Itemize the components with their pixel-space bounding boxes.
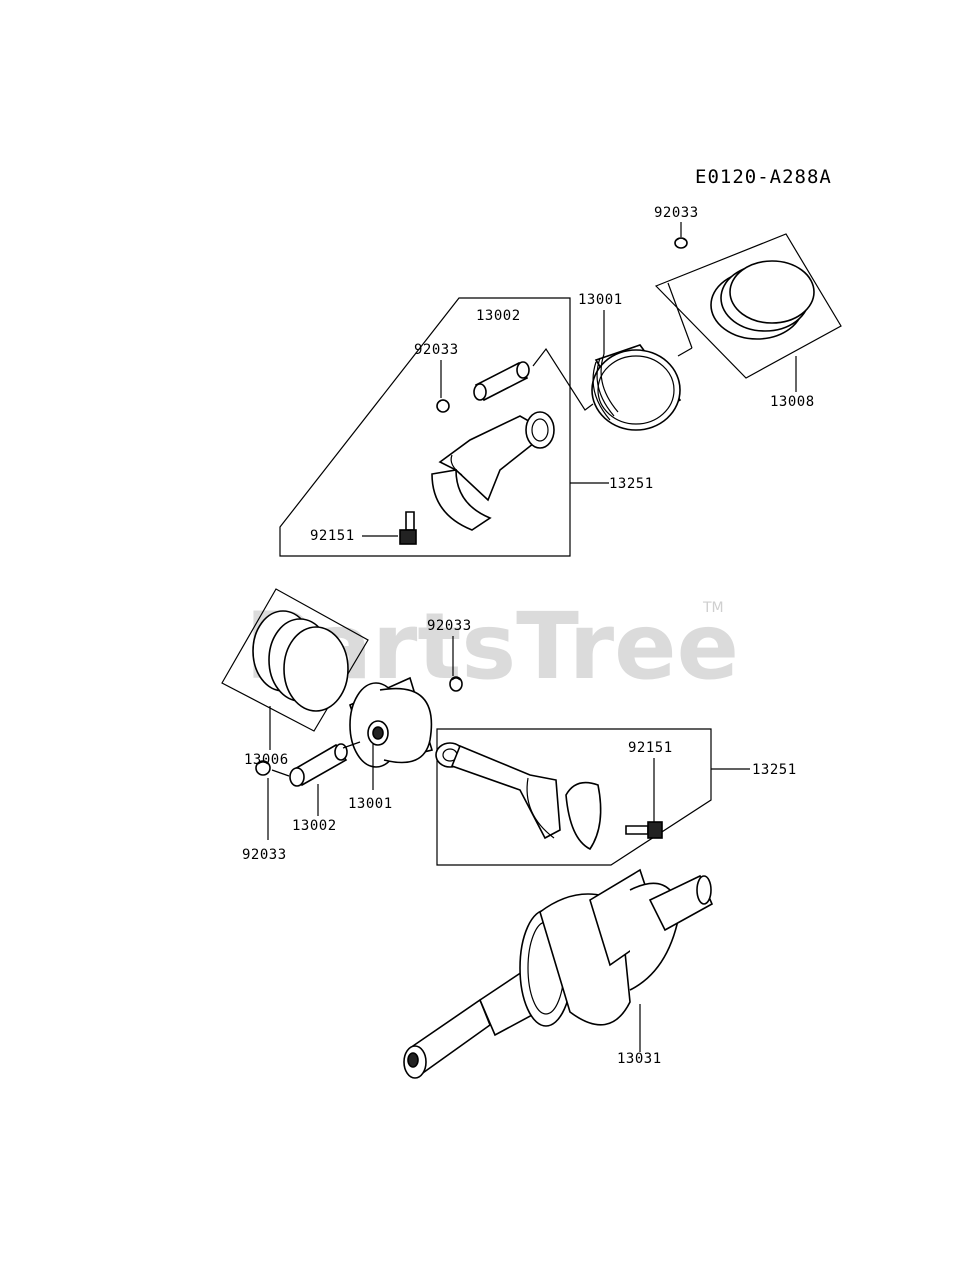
label-upper-clip-left[interactable]: 92033 [414, 342, 459, 358]
watermark-trademark: TM [702, 600, 724, 616]
lower-bolt-part[interactable] [625, 821, 663, 839]
label-crankshaft[interactable]: 13031 [617, 1051, 662, 1067]
diagram-code: E0120-A288A [695, 166, 832, 188]
upper-rings-part[interactable] [654, 233, 842, 379]
label-lower-bolt[interactable]: 92151 [628, 740, 673, 756]
upper-clip-top-part[interactable] [674, 237, 688, 249]
lower-piston-part[interactable] [349, 676, 434, 768]
leader-upper-pin-bracket [532, 347, 594, 411]
leader-lower-clip-bottom-arrow [271, 769, 290, 777]
upper-conrod-part[interactable] [431, 411, 555, 531]
crankshaft-part[interactable] [403, 868, 714, 1079]
leader-upper-piston-bracket-2 [667, 282, 693, 349]
upper-piston-part[interactable] [591, 344, 682, 431]
label-upper-rings[interactable]: 13008 [770, 394, 815, 410]
label-upper-conrod[interactable]: 13251 [609, 476, 654, 492]
upper-pin-part[interactable] [473, 361, 530, 402]
lower-rings-part[interactable] [221, 588, 369, 732]
lower-clip-bottom-part[interactable] [255, 760, 271, 776]
label-lower-clip-right[interactable]: 92033 [427, 618, 472, 634]
lower-clip-right-part[interactable] [449, 676, 463, 692]
label-upper-bolt[interactable]: 92151 [310, 528, 355, 544]
label-lower-rings[interactable]: 13006 [244, 752, 289, 768]
upper-conrod-box [279, 297, 571, 557]
label-lower-conrod[interactable]: 13251 [752, 762, 797, 778]
label-upper-piston[interactable]: 13001 [578, 292, 623, 308]
label-lower-clip-bottom[interactable]: 92033 [242, 847, 287, 863]
label-upper-clip-top[interactable]: 92033 [654, 205, 699, 221]
leader-upper-piston-bracket [677, 347, 693, 357]
label-lower-pin[interactable]: 13002 [292, 818, 337, 834]
lower-pin-part[interactable] [289, 743, 348, 787]
upper-bolt-part[interactable] [399, 511, 417, 545]
upper-clip-left-part[interactable] [436, 399, 450, 413]
label-upper-pin[interactable]: 13002 [476, 308, 521, 324]
leader-lower-pin-arrow [342, 741, 361, 749]
label-lower-piston[interactable]: 13001 [348, 796, 393, 812]
lower-conrod-part[interactable] [435, 742, 602, 851]
